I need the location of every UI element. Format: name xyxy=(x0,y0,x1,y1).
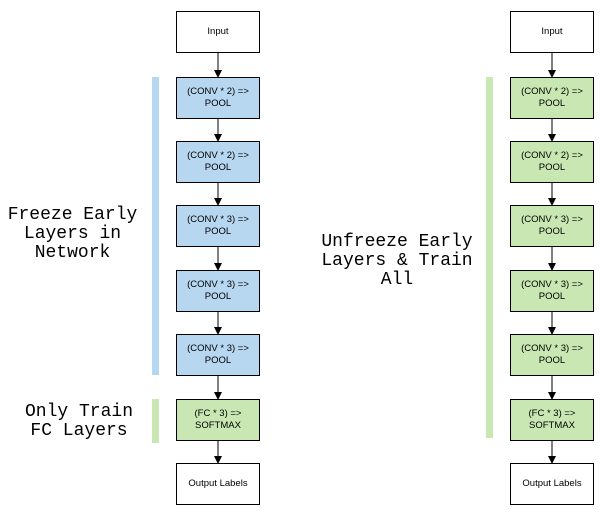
freeze-bracket-bar xyxy=(152,77,159,375)
left-fc-box: (FC * 3) => SOFTMAX xyxy=(176,399,260,441)
left-layer-5-box: (CONV * 3) => POOL xyxy=(176,334,260,376)
unfreeze-early-layers-label: Unfreeze Early Layers & Train All xyxy=(321,232,473,290)
left-layer-2-box: (CONV * 2) => POOL xyxy=(176,141,260,183)
right-layer-2-box: (CONV * 2) => POOL xyxy=(510,141,594,183)
only-train-fc-label: Only Train FC Layers xyxy=(24,402,134,441)
right-layer-1-box: (CONV * 2) => POOL xyxy=(510,77,594,119)
right-layer-5-box: (CONV * 3) => POOL xyxy=(510,334,594,376)
right-layer-3-box: (CONV * 3) => POOL xyxy=(510,205,594,247)
right-fc-box: (FC * 3) => SOFTMAX xyxy=(510,399,594,441)
left-output-box: Output Labels xyxy=(176,463,260,505)
freeze-early-layers-label: Freeze Early Layers in Network xyxy=(7,205,138,263)
unfreeze-bracket-bar xyxy=(486,77,493,438)
right-input-box: Input xyxy=(510,11,594,53)
left-layer-4-box: (CONV * 3) => POOL xyxy=(176,270,260,312)
left-layer-1-box: (CONV * 2) => POOL xyxy=(176,77,260,119)
right-output-box: Output Labels xyxy=(510,463,594,505)
left-input-box: Input xyxy=(176,11,260,53)
train-bracket-bar xyxy=(152,399,159,443)
right-layer-4-box: (CONV * 3) => POOL xyxy=(510,270,594,312)
left-layer-3-box: (CONV * 3) => POOL xyxy=(176,205,260,247)
